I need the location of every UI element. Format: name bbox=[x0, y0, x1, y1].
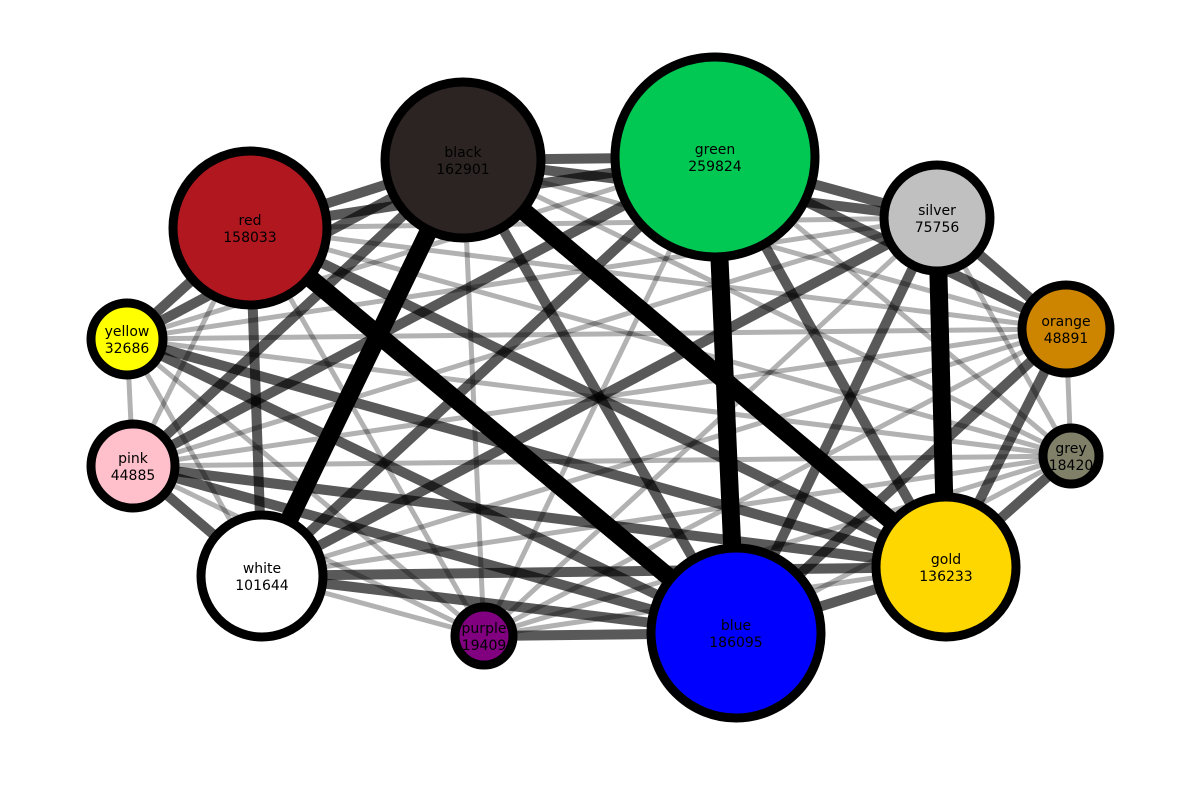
node-name-yellow: yellow bbox=[105, 324, 150, 340]
node-name-red: red bbox=[239, 213, 262, 229]
edge-red-orange bbox=[249, 225, 1067, 332]
edge-pink-green bbox=[130, 152, 718, 471]
edge-pink-blue bbox=[131, 461, 738, 638]
node-value-gold: 136233 bbox=[919, 569, 972, 585]
node-name-orange: orange bbox=[1041, 314, 1090, 330]
node-value-purple: 19409 bbox=[462, 638, 507, 654]
node-value-white: 101644 bbox=[235, 578, 289, 594]
edge-silver-purple bbox=[482, 216, 939, 638]
edge-yellow-orange bbox=[126, 326, 1067, 342]
node-circle-green bbox=[610, 52, 820, 262]
node-name-white: white bbox=[243, 561, 281, 577]
node-value-orange: 48891 bbox=[1044, 331, 1089, 347]
node-name-grey: grey bbox=[1055, 441, 1086, 457]
edge-yellow-gold bbox=[125, 334, 948, 572]
edge-red-blue bbox=[244, 221, 742, 640]
node-circle-grey bbox=[1038, 423, 1104, 489]
node-circle-black bbox=[380, 77, 546, 243]
node-name-blue: blue bbox=[721, 618, 751, 634]
node-circle-pink bbox=[86, 419, 180, 513]
node-name-green: green bbox=[695, 142, 735, 158]
edge-white-silver bbox=[259, 213, 940, 581]
node-value-green: 259824 bbox=[688, 159, 742, 175]
node-value-blue: 186095 bbox=[709, 635, 762, 651]
node-value-black: 162901 bbox=[436, 162, 489, 178]
node-value-red: 158033 bbox=[223, 230, 276, 246]
node-value-silver: 75756 bbox=[915, 220, 960, 236]
node-name-pink: pink bbox=[118, 451, 149, 467]
edge-black-gold bbox=[457, 153, 952, 574]
node-circle-purple bbox=[450, 602, 518, 670]
edge-pink-silver bbox=[132, 215, 938, 469]
edge-pink-grey bbox=[132, 453, 1072, 469]
node-name-gold: gold bbox=[931, 552, 961, 568]
node-circle-white bbox=[196, 510, 328, 642]
node-value-grey: 18420 bbox=[1049, 458, 1094, 474]
node-circle-yellow bbox=[86, 298, 168, 380]
node-name-black: black bbox=[444, 145, 482, 161]
node-circle-red bbox=[168, 146, 332, 310]
node-circle-orange bbox=[1017, 280, 1115, 378]
node-circle-silver bbox=[879, 160, 995, 276]
node-name-purple: purple bbox=[462, 621, 507, 637]
node-name-silver: silver bbox=[918, 203, 956, 219]
node-value-yellow: 32686 bbox=[105, 341, 150, 357]
node-circle-gold bbox=[871, 492, 1021, 642]
edge-pink-gold bbox=[132, 461, 947, 572]
node-value-pink: 44885 bbox=[111, 468, 156, 484]
node-circle-blue bbox=[646, 543, 826, 723]
